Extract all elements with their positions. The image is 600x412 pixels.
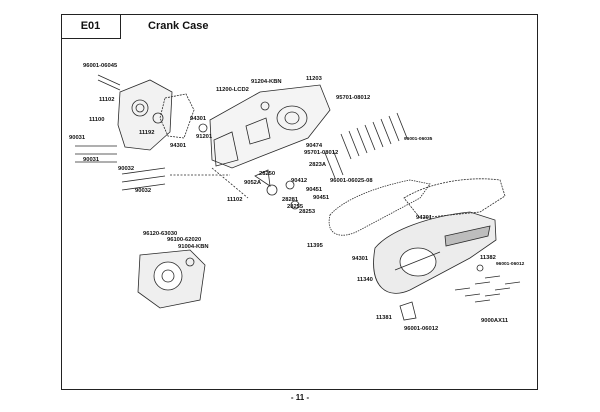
main-crankcase <box>209 84 331 169</box>
part-label: 94301 <box>190 116 207 122</box>
part-label: 91004-KBN <box>178 244 209 250</box>
part-label: 96001-06045 <box>83 63 118 69</box>
part-label: 96001-06012 <box>404 326 439 332</box>
part-label: 94301 <box>416 215 433 221</box>
exploded-view <box>75 74 521 321</box>
part-label: 94301 <box>170 143 187 149</box>
part-label: 11340 <box>357 277 373 283</box>
part-label: 90031 <box>83 157 100 163</box>
part-label: 90032 <box>118 166 135 172</box>
part-label: 11102 <box>99 97 115 103</box>
page-number: - 11 - <box>290 393 310 402</box>
bolts-9000AX11 <box>454 275 521 303</box>
part-label: 11200-LCD2 <box>216 87 249 93</box>
part-label: 96001-06012 <box>496 262 525 267</box>
part-label: 96001-06025-08 <box>330 178 373 184</box>
part-label: 90451 <box>313 195 330 201</box>
part-label: 91201 <box>196 134 213 140</box>
part-label: 96120-63030 <box>143 231 178 237</box>
outer-cover <box>403 178 506 219</box>
part-label: 95701-08012 <box>336 95 371 101</box>
diagram-frame <box>61 14 538 390</box>
part-label: 28253 <box>299 209 316 215</box>
part-label: 90031 <box>69 135 86 141</box>
transmission-cover <box>373 211 497 294</box>
part-label: 90032 <box>135 188 152 194</box>
left-crankcase <box>117 79 173 151</box>
part-label: 11100 <box>89 117 105 123</box>
cover-gasket-11395 <box>328 179 431 236</box>
part-label: 11382 <box>480 255 496 261</box>
bolts-90032 <box>121 167 166 191</box>
part-label: 9052A <box>244 180 262 186</box>
part-label: 90412 <box>291 178 308 184</box>
bolts-96001-06035 <box>324 112 408 179</box>
section-code: E01 <box>61 14 121 39</box>
part-label: 9000AX11 <box>481 318 509 324</box>
part-label: 91204-KBN <box>251 79 282 85</box>
part-label: 95701-08012 <box>304 150 339 156</box>
part-label: 90474 <box>306 143 323 149</box>
part-label: 11192 <box>139 130 155 136</box>
part-label: 96001-06035 <box>404 137 433 142</box>
part-label: 28250 <box>259 171 276 177</box>
page-title: Crank Case <box>148 20 209 32</box>
left-gasket <box>159 93 195 139</box>
part-label: 11395 <box>307 243 323 249</box>
part-label: 94301 <box>352 256 369 262</box>
bolts-90031 <box>75 145 117 163</box>
part-label: 96100-62020 <box>167 237 202 243</box>
part-label: 11381 <box>376 315 392 321</box>
part-label: 28255 <box>287 204 304 210</box>
part-label: 2823A <box>309 162 327 168</box>
part-label: 11203 <box>306 76 322 82</box>
part-label: 11102 <box>227 197 243 203</box>
part-label: 28281 <box>282 197 299 203</box>
part-label: 90451 <box>306 187 323 193</box>
